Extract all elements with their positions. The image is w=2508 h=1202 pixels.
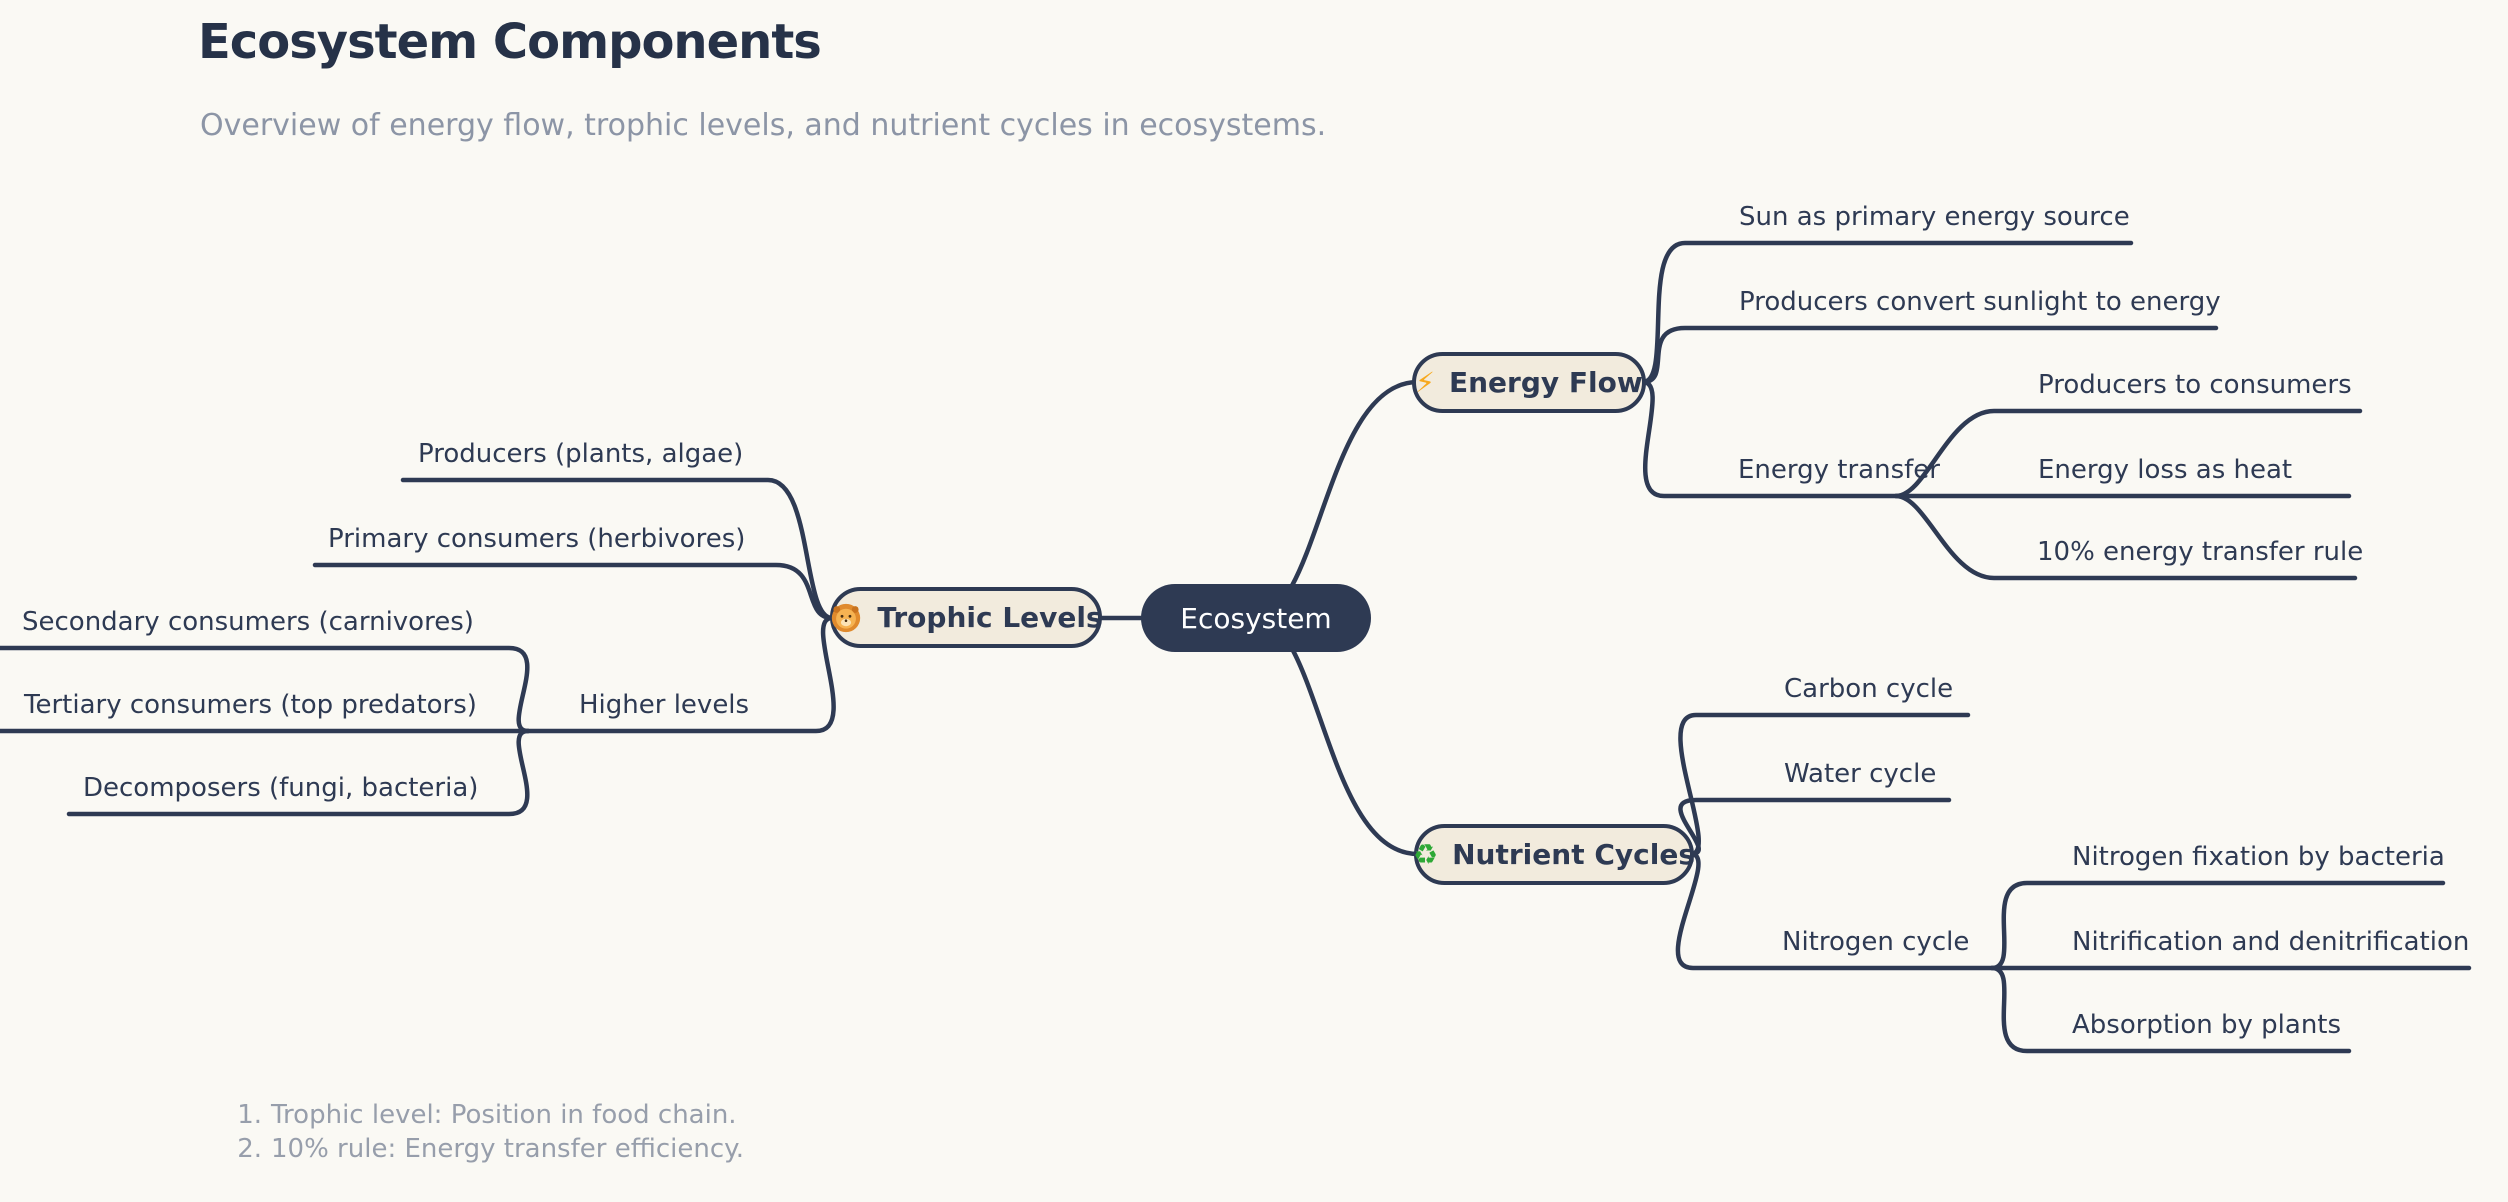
connector-higher-secondary [0,645,531,734]
footnote-text: 10% rule: Energy transfer efficiency. [271,1134,745,1164]
connector-trophic-higher [0,615,836,734]
connector-nutrient-nitrogen [1675,851,2472,971]
node-carbon-cycle[interactable]: Carbon cycle [1784,674,1954,704]
connector-trophic-producers [400,477,835,621]
connector-nutrient-water [1678,797,1952,857]
node-primary-consumers[interactable]: Primary consumers (herbivores) [328,524,746,554]
footnote-text: Trophic level: Position in food chain. [271,1100,737,1130]
recycle-icon: ♻ [1413,837,1439,871]
branch-node-label: Energy Flow [1448,366,1643,399]
root-node-label: Ecosystem [1180,601,1332,635]
connector-root-energy [1252,379,1421,620]
connector-energy-producers-convert [1640,325,2219,385]
node-energy-transfer[interactable]: Energy transfer [1738,455,1940,485]
node-decomposers[interactable]: Decomposers (fungi, bacteria) [83,773,479,803]
node-nitrification-denitrification[interactable]: Nitrification and denitrification [2072,927,2470,957]
lion-icon [829,601,863,635]
node-producers-convert-sunlight[interactable]: Producers convert sunlight to energy [1739,287,2221,317]
node-producers-plants-algae[interactable]: Producers (plants, algae) [418,439,744,469]
node-water-cycle[interactable]: Water cycle [1784,759,1937,789]
footnote-number: 1. [237,1100,262,1130]
connector-higher-decomposers [66,728,531,817]
page-title: Ecosystem Components [198,14,822,70]
node-higher-levels[interactable]: Higher levels [579,690,750,720]
branch-node-label: Nutrient Cycles [1452,838,1695,871]
footnote-item: 2. 10% rule: Energy transfer efficiency. [218,1132,744,1166]
node-sun-primary-energy[interactable]: Sun as primary energy source [1739,202,2130,232]
node-nitrogen-cycle[interactable]: Nitrogen cycle [1782,927,1970,957]
node-ten-percent-rule[interactable]: 10% energy transfer rule [2037,537,2364,567]
connector-energy-transfer [1640,379,2352,499]
connector-nitrogen-absorption [1989,965,2352,1054]
footnote-number: 2. [237,1134,262,1164]
branch-node-trophic-levels[interactable]: Trophic Levels [829,587,1103,648]
node-nitrogen-fixation[interactable]: Nitrogen fixation by bacteria [2072,842,2445,872]
connector-transfer-producers-to-consumers [1893,408,2363,499]
connector-energy-sun [1640,240,2134,385]
connector-transfer-ten-percent [1893,493,2358,581]
node-absorption-by-plants[interactable]: Absorption by plants [2072,1010,2342,1040]
branch-node-energy-flow[interactable]: ⚡ Energy Flow [1412,352,1646,413]
root-node-ecosystem[interactable]: Ecosystem [1141,584,1371,652]
connector-nitrogen-fixation [1989,880,2446,971]
connector-root-nutrient [1252,614,1421,857]
connector-trophic-primary [312,562,835,621]
node-tertiary-consumers[interactable]: Tertiary consumers (top predators) [24,690,477,720]
branch-node-label: Trophic Levels [877,601,1103,634]
node-producers-to-consumers[interactable]: Producers to consumers [2038,370,2352,400]
lightning-bolt-icon: ⚡ [1415,365,1435,399]
footnote-item: 1. Trophic level: Position in food chain… [218,1098,744,1132]
node-secondary-consumers[interactable]: Secondary consumers (carnivores) [22,607,474,637]
page-subtitle: Overview of energy flow, trophic levels,… [200,108,1327,143]
footnotes: 1. Trophic level: Position in food chain… [218,1098,744,1166]
branch-node-nutrient-cycles[interactable]: ♻ Nutrient Cycles [1413,824,1695,885]
node-energy-loss-heat[interactable]: Energy loss as heat [2038,455,2293,485]
